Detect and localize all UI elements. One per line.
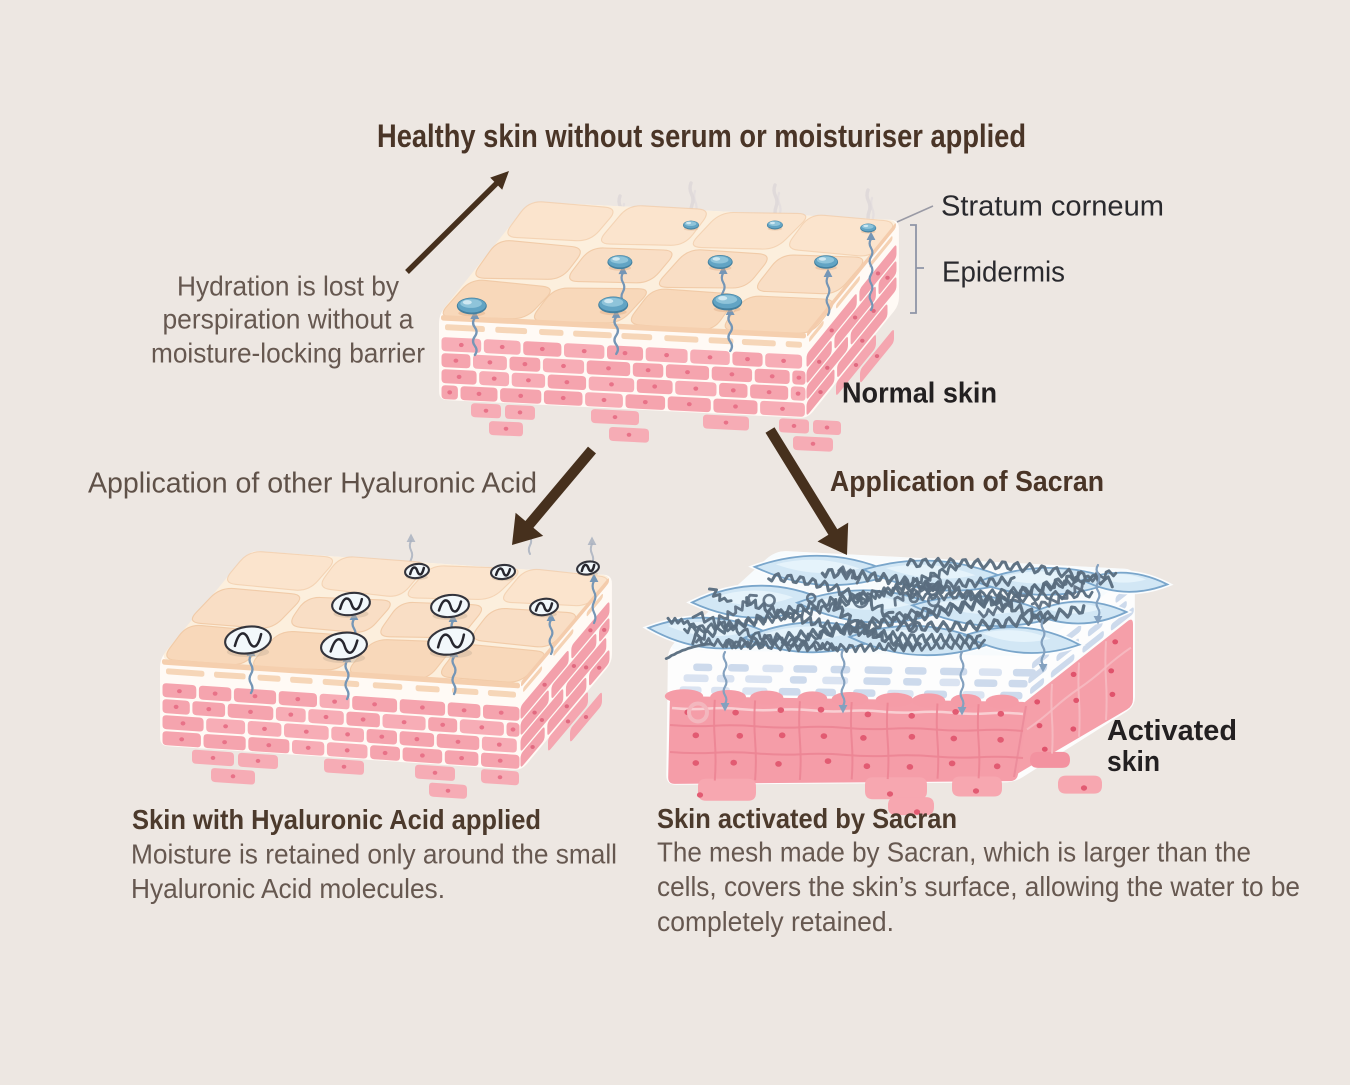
svg-text:Skin with Hyaluronic Acid appl: Skin with Hyaluronic Acid applied [132, 804, 541, 835]
svg-text:Stratum corneum: Stratum corneum [941, 191, 1164, 223]
svg-text:cells, covers the skin’s surfa: cells, covers the skin’s surface, allowi… [657, 871, 1300, 902]
svg-text:Hydration is lost by: Hydration is lost by [177, 271, 399, 302]
svg-text:completely retained.: completely retained. [657, 906, 894, 937]
svg-text:Application of Sacran: Application of Sacran [830, 466, 1104, 498]
svg-text:Moisture is retained only arou: Moisture is retained only around the sma… [131, 839, 617, 870]
svg-text:Activated: Activated [1107, 715, 1237, 747]
svg-text:moisture-locking barrier: moisture-locking barrier [151, 337, 425, 368]
svg-text:skin: skin [1107, 746, 1160, 778]
svg-text:Hyaluronic Acid molecules.: Hyaluronic Acid molecules. [131, 873, 445, 904]
svg-text:Skin activated by Sacran: Skin activated by Sacran [657, 803, 957, 834]
svg-text:Application of other Hyaluroni: Application of other Hyaluronic Acid [88, 468, 537, 500]
svg-text:Epidermis: Epidermis [942, 257, 1065, 289]
svg-text:The mesh made by Sacran, which: The mesh made by Sacran, which is larger… [657, 836, 1251, 867]
svg-text:perspiration without a: perspiration without a [163, 304, 414, 335]
svg-text:Healthy skin without serum or: Healthy skin without serum or moisturise… [377, 118, 1026, 154]
svg-text:Normal skin: Normal skin [842, 378, 997, 410]
